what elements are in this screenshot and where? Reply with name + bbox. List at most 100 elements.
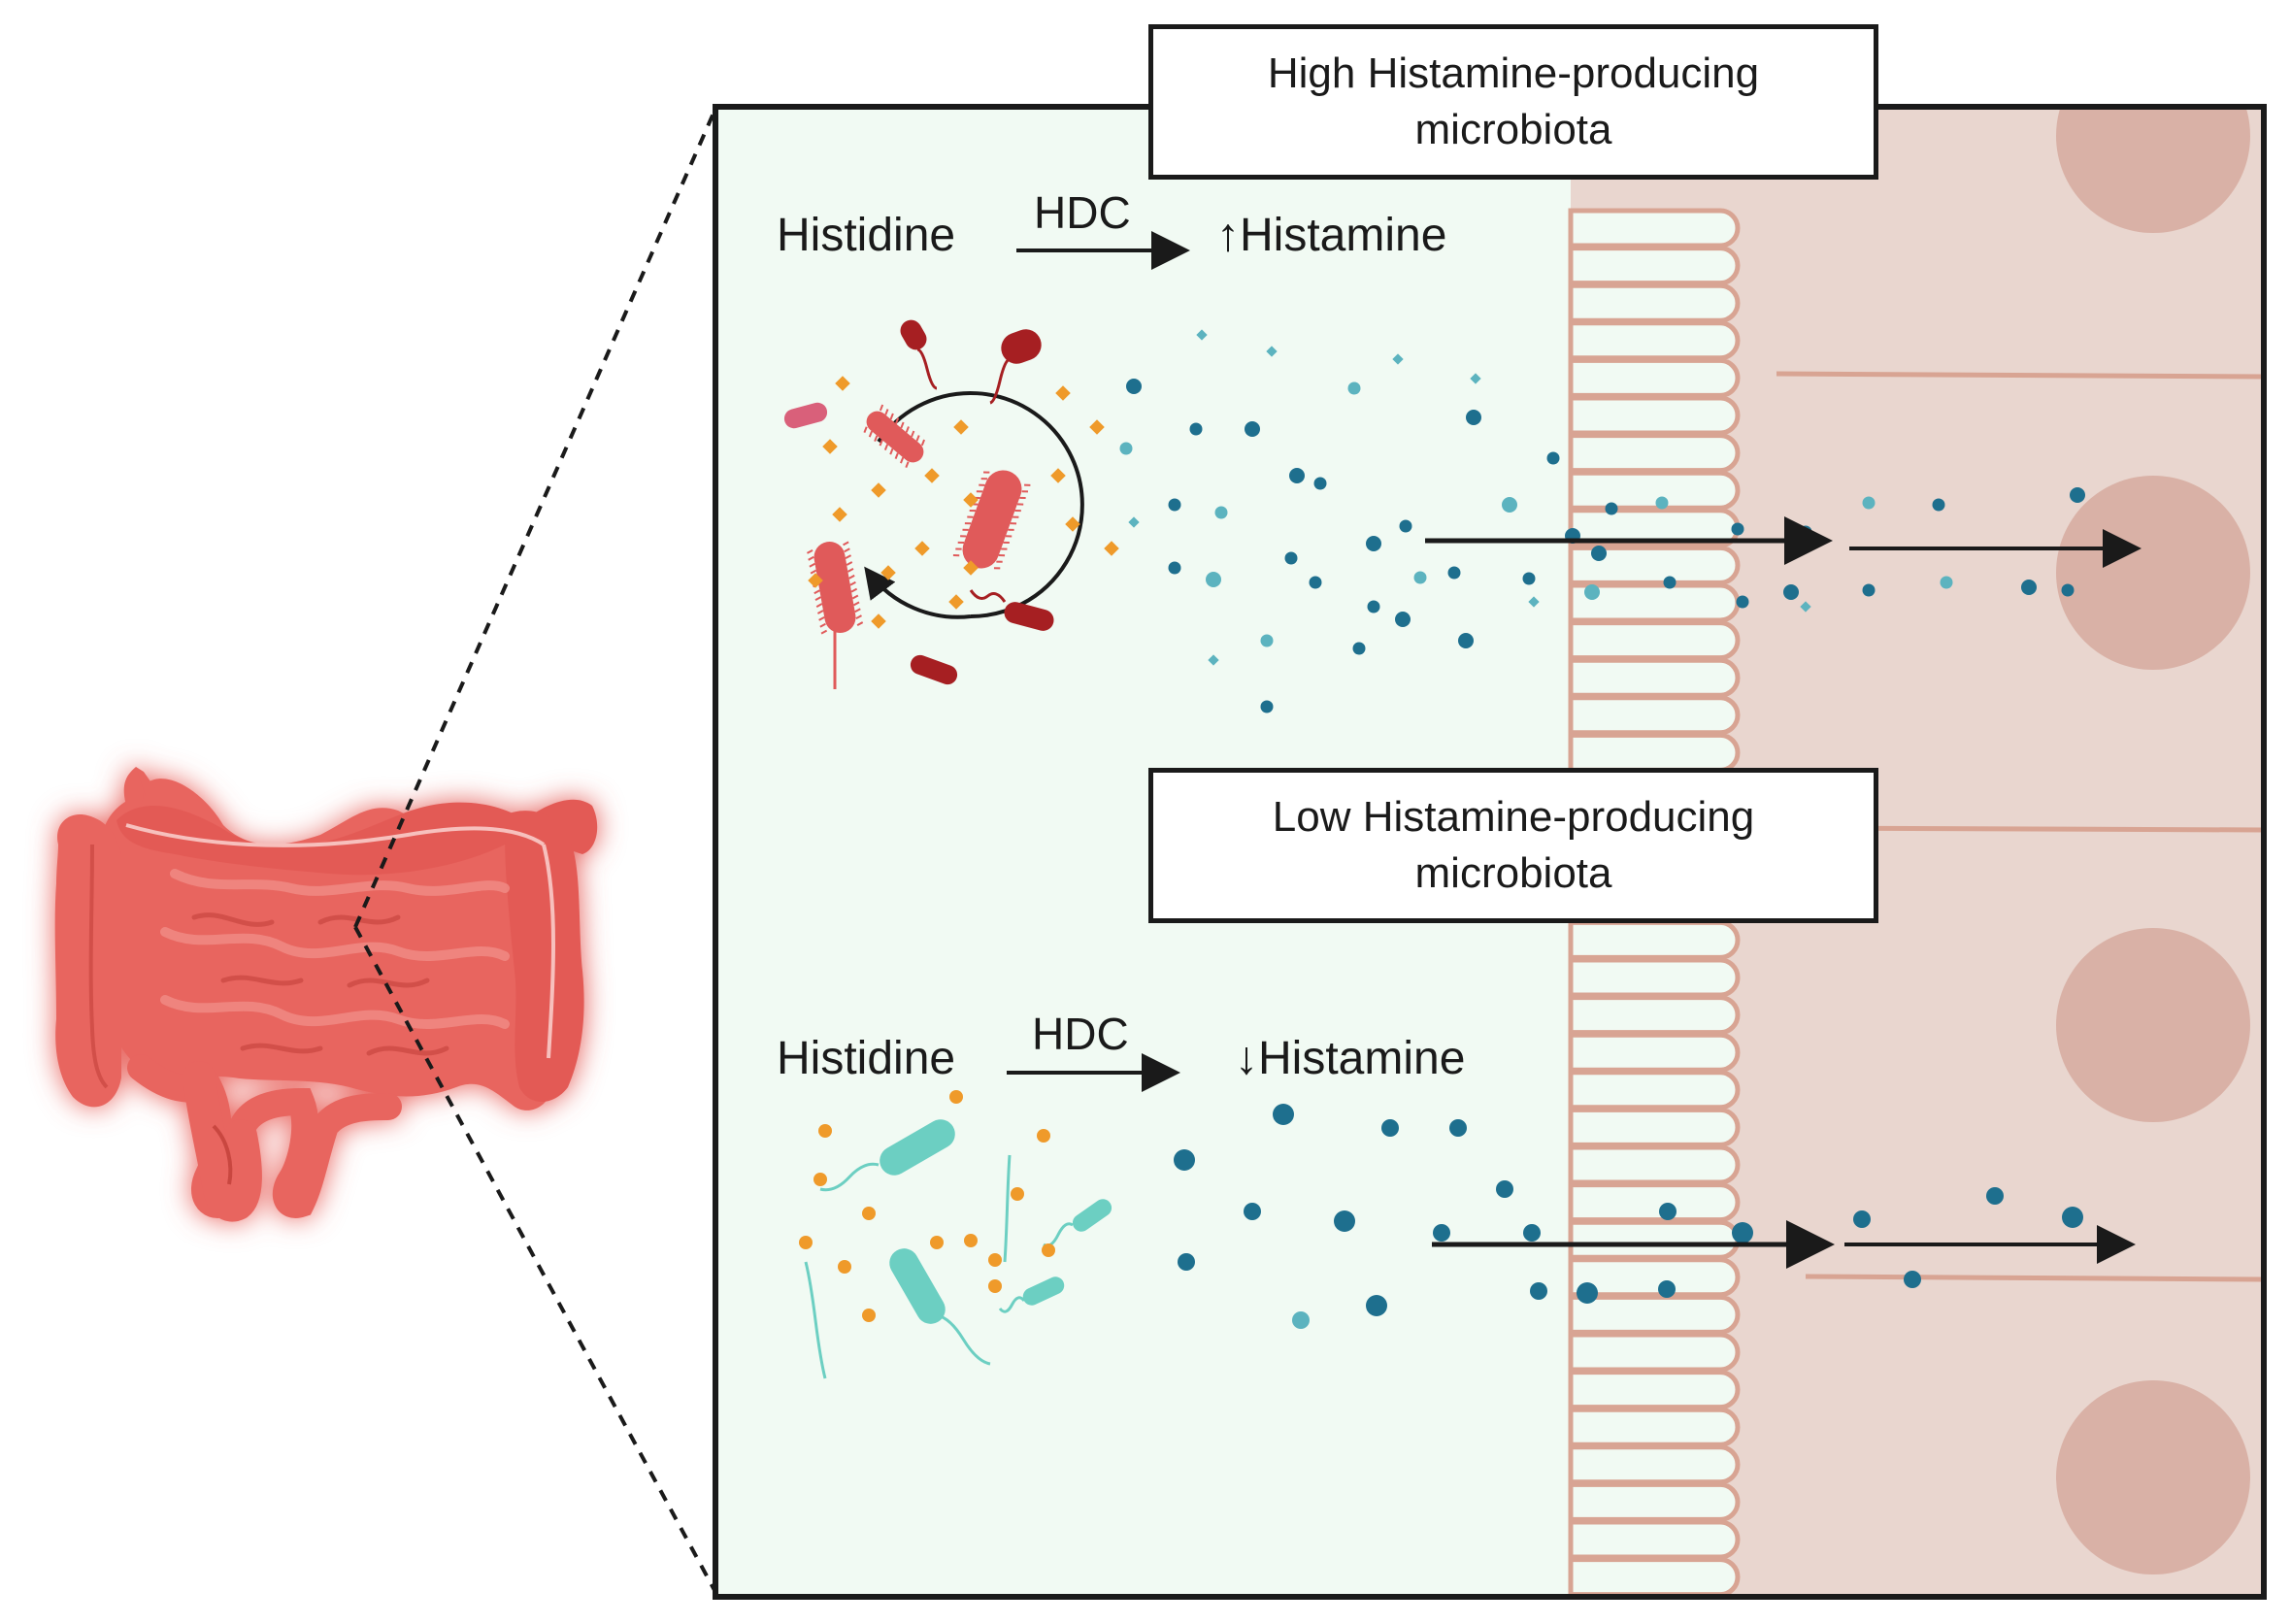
pilus: [846, 561, 853, 566]
pilus: [964, 522, 972, 525]
molecule-dot: [1663, 576, 1677, 589]
molecule-dot: [1800, 601, 1811, 613]
molecule-dot: [1399, 519, 1412, 533]
molecule-dot: [1168, 561, 1181, 575]
pilus: [967, 515, 974, 518]
bacterium: [1072, 1199, 1112, 1232]
cycle-arrow-icon: [864, 391, 1084, 619]
pilus: [980, 478, 987, 481]
bacterium: [1004, 602, 1054, 631]
molecule-dot: [832, 507, 847, 522]
molecule-dot: [930, 1236, 944, 1249]
low-enzyme-label: HDC: [1032, 1009, 1129, 1059]
nucleus: [2056, 107, 2250, 233]
pilus: [820, 629, 828, 635]
molecule-dot: [871, 613, 886, 629]
molecule-dot: [1659, 1203, 1677, 1220]
flagellum: [819, 1162, 880, 1192]
molecule-dot: [1381, 1119, 1399, 1137]
molecule-dot: [948, 594, 964, 610]
bacteria-icon: [804, 1119, 1112, 1379]
molecule-dot: [1433, 1224, 1450, 1242]
molecule-dot: [838, 1260, 851, 1274]
molecule-dot: [1347, 381, 1361, 395]
pilus: [843, 541, 849, 547]
molecule-dot: [1011, 1187, 1024, 1201]
molecule-dot: [1214, 506, 1228, 519]
molecule-dot: [1244, 1203, 1261, 1220]
pilus: [957, 541, 965, 545]
pilus: [915, 435, 920, 442]
bacterium: [900, 319, 927, 350]
high-substrate-label: Histidine: [777, 210, 956, 261]
pilus: [1019, 496, 1026, 500]
high-product-label: ↑Histamine: [1216, 210, 1447, 261]
molecule-dot: [1413, 571, 1427, 584]
molecule-dot: [1189, 422, 1203, 436]
pilus: [962, 528, 969, 531]
molecule-dot: [1449, 1119, 1467, 1137]
nucleus: [2056, 928, 2250, 1122]
molecule-dot: [1392, 353, 1404, 365]
pilus: [983, 471, 990, 474]
pilus: [1005, 535, 1013, 538]
bacterium: [910, 654, 958, 685]
pilus: [976, 490, 983, 493]
pilus: [905, 461, 910, 469]
pilus: [854, 608, 861, 613]
pilus: [819, 622, 826, 628]
bacterium: [889, 1248, 946, 1324]
high-enzyme-label: HDC: [1034, 187, 1131, 238]
pilus: [889, 447, 894, 455]
molecule-dots: [808, 329, 2085, 713]
flagellum: [998, 1296, 1026, 1313]
pilus: [979, 483, 985, 486]
flagellum: [804, 1261, 827, 1379]
molecule-dot: [1174, 1149, 1195, 1171]
molecule-dot: [1367, 600, 1380, 613]
pilus: [920, 439, 926, 447]
low-producing-section: [799, 1053, 2136, 1379]
molecule-dot: [1658, 1280, 1676, 1298]
pilus: [850, 587, 858, 593]
molecule-dot: [1591, 546, 1607, 561]
molecule-dot: [1530, 1282, 1547, 1300]
flagellum: [989, 357, 1011, 405]
molecule-dot: [1447, 566, 1461, 580]
pilus: [905, 426, 910, 433]
bacterium: [783, 402, 828, 429]
molecule-dot: [1466, 410, 1481, 425]
molecule-dot: [1655, 496, 1669, 510]
pilus: [889, 413, 894, 420]
bacterium-body: [1004, 602, 1054, 631]
molecule-dot: [1736, 595, 1749, 609]
molecule-dot: [2021, 580, 2037, 595]
molecule-dot: [1284, 551, 1298, 565]
flagellum: [969, 589, 1007, 603]
zoom-lines: [353, 108, 717, 1593]
molecule-dot: [1196, 329, 1208, 341]
pilus: [899, 456, 905, 464]
molecule-dot: [1352, 642, 1366, 655]
pilus: [856, 621, 864, 626]
pilus: [853, 601, 860, 607]
molecule-dot: [1334, 1210, 1355, 1232]
pilus: [955, 547, 962, 550]
molecule-dot: [1862, 496, 1876, 510]
molecule-dot: [1577, 1282, 1598, 1304]
bacterium: [1001, 329, 1042, 364]
molecule-dot: [862, 1207, 876, 1220]
pilus: [874, 435, 879, 443]
molecule-dot: [1050, 468, 1066, 483]
pilus: [851, 594, 859, 600]
molecule-dot: [1523, 1224, 1541, 1242]
bacterium-body: [880, 1119, 955, 1176]
molecule-dot: [1862, 583, 1876, 597]
molecule-dot: [1042, 1243, 1055, 1257]
pilus: [884, 409, 889, 415]
pilus: [952, 554, 960, 557]
pilus: [855, 614, 862, 620]
pilus: [900, 421, 905, 429]
flagellum: [916, 348, 938, 390]
